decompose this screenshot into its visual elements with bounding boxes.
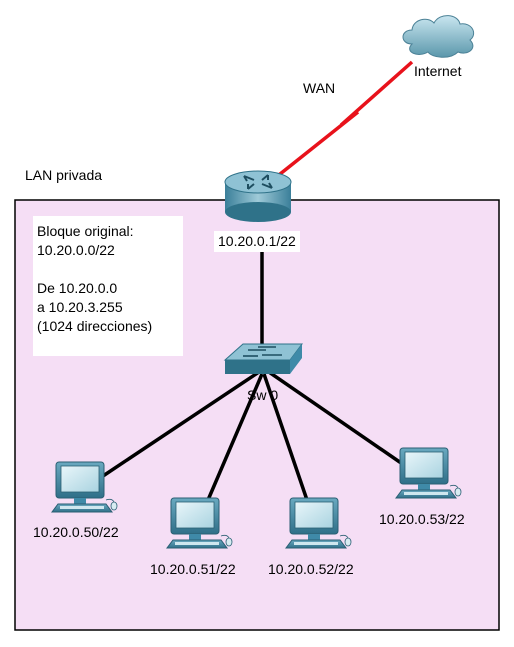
- internet-label: Internet: [414, 63, 462, 79]
- address-block-note: Bloque original: 10.20.0.0/22 De 10.20.0…: [33, 216, 183, 356]
- note-line-4: a 10.20.3.255: [37, 299, 123, 315]
- link-switch-pc2: [206, 373, 264, 501]
- switch-label: Sw 0: [247, 387, 279, 403]
- note-line-2: 10.20.0.0/22: [37, 242, 115, 258]
- lan-label: LAN privada: [25, 167, 103, 183]
- pc-4-ip-label: 10.20.0.53/22: [379, 511, 465, 527]
- switch-icon: [223, 343, 303, 374]
- internet-cloud-icon: [402, 15, 475, 58]
- link-switch-pc1: [102, 368, 263, 478]
- note-line-3: De 10.20.0.0: [37, 280, 118, 296]
- pc-2-ip-label: 10.20.0.51/22: [150, 561, 236, 577]
- note-line-1: Bloque original:: [37, 223, 134, 239]
- wan-label: WAN: [303, 80, 336, 96]
- pc-1-ip-label: 10.20.0.50/22: [33, 524, 119, 540]
- router-icon: [224, 170, 292, 222]
- pc-3-ip-label: 10.20.0.52/22: [268, 561, 354, 577]
- link-switch-pc3: [262, 373, 309, 501]
- wan-link: [263, 60, 414, 188]
- link-switch-pc4: [265, 368, 405, 467]
- router-ip-label: 10.20.0.1/22: [214, 231, 300, 252]
- note-line-5: (1024 direcciones): [37, 318, 153, 334]
